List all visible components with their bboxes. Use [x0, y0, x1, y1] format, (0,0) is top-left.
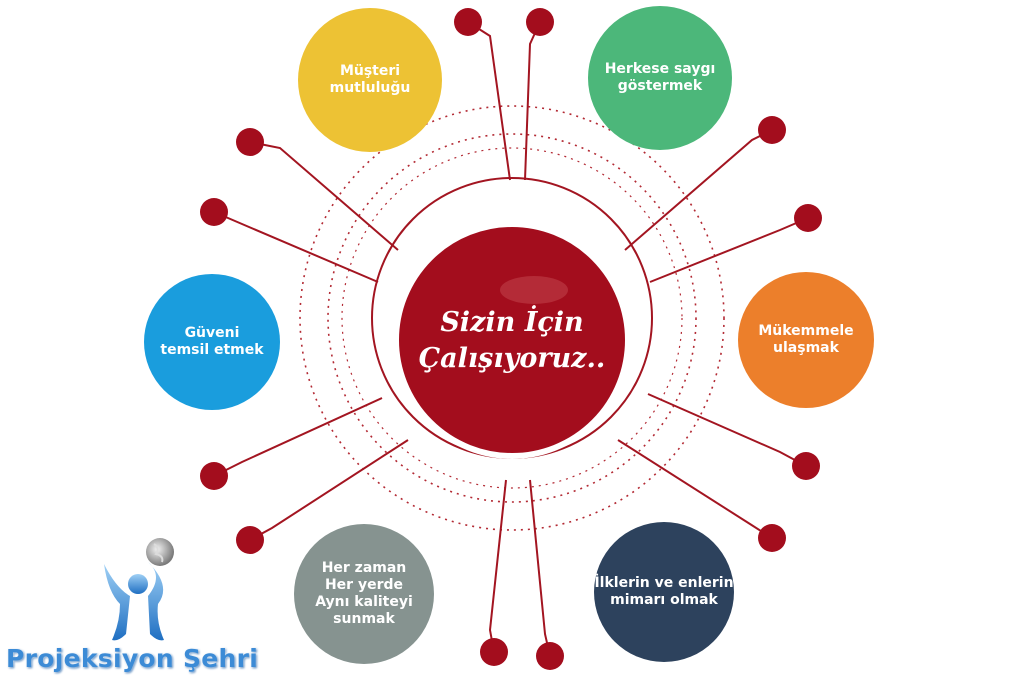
node-dot: [792, 452, 820, 480]
connector-upper-right-2: [649, 217, 809, 283]
connector-top-right: [524, 21, 541, 181]
circle-saygi: [588, 6, 732, 150]
value-herzaman: Her zaman Her yerde Aynı kaliteyi sunmak: [315, 560, 413, 627]
node-dot: [200, 462, 228, 490]
node-dot: [526, 8, 554, 36]
node-dot: [794, 204, 822, 232]
center-highlight: [500, 276, 568, 304]
connector-lower-right-1: [617, 439, 773, 539]
connector-lower-right-2: [647, 393, 807, 467]
dotted-ring-inner: [341, 147, 683, 489]
circle-ilkler: [594, 522, 734, 662]
value-ilkler: İlklerin ve enlerin mimarı olmak: [594, 575, 734, 608]
center-circle: [393, 221, 631, 459]
connector-upper-left-1: [249, 141, 399, 251]
logo-text: Projeksiyon Şehri: [6, 644, 259, 673]
node-dot: [758, 524, 786, 552]
node-dot: [200, 198, 228, 226]
value-mukemmel: Mükemmele ulaşmak: [758, 323, 854, 356]
value-guven: Güveni temsil etmek: [160, 325, 264, 358]
value-musteri: Müşteri mutluluğu: [329, 63, 411, 96]
dotted-ring-middle: [327, 133, 697, 503]
node-dot: [236, 128, 264, 156]
circle-musteri: [298, 8, 442, 152]
node-dot: [236, 526, 264, 554]
center-title: Sizin İçin Çalışıyoruz..: [418, 307, 606, 374]
connector-bottom-left: [488, 479, 507, 653]
node-dot: [454, 8, 482, 36]
connector-bottom-right: [529, 479, 551, 657]
node-dot: [480, 638, 508, 666]
connector-lower-left-1: [249, 439, 409, 541]
circle-herzaman: [294, 524, 434, 664]
connector-upper-left-2: [213, 211, 379, 283]
node-dot: [758, 116, 786, 144]
connector-top-left: [467, 21, 511, 181]
value-saygi: Herkese saygı göstermek: [604, 61, 716, 94]
connector-lower-left-2: [213, 397, 383, 477]
circle-guven: [144, 274, 280, 410]
logo: Projeksiyon Şehri: [6, 538, 276, 688]
person-globe-icon: [104, 538, 174, 641]
circle-mukemmel: [738, 272, 874, 408]
node-dot: [536, 642, 564, 670]
dotted-ring-outer: [299, 105, 725, 531]
